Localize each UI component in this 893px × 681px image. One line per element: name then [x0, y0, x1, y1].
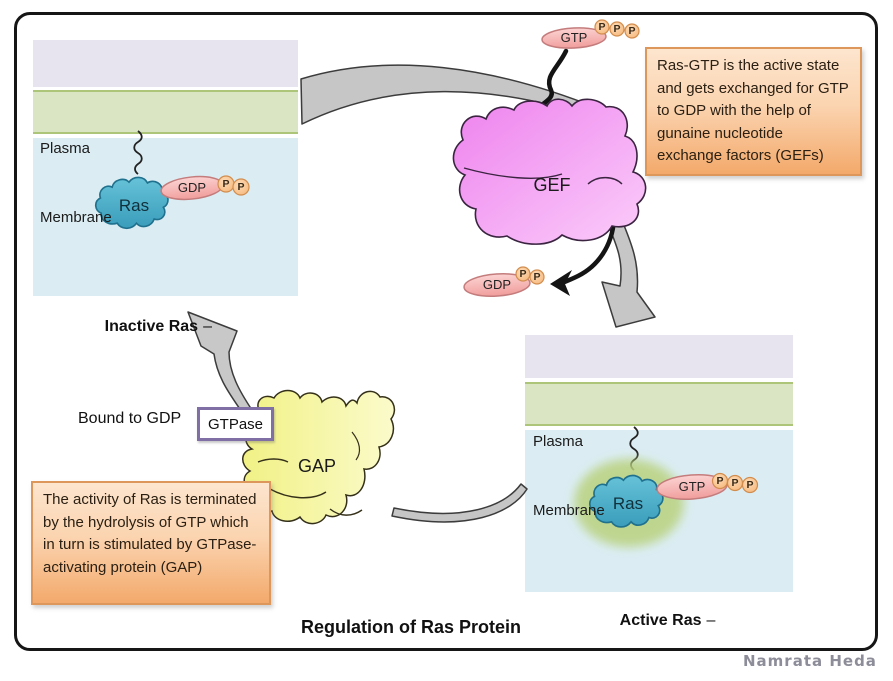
phosphate-label: P [519, 268, 527, 280]
gef-crease [587, 176, 623, 185]
phosphate-label: P [613, 23, 621, 35]
ras-label-active: Ras [612, 494, 644, 513]
phosphate-circle [515, 266, 531, 282]
gef-note-box: Ras-GTP is the active state and gets exc… [645, 47, 862, 176]
arrow-active-to-gap [391, 483, 528, 523]
arrow-gtpase-to-inactive [187, 311, 253, 413]
cytoplasm-zone [33, 138, 298, 296]
phosphate-circle [609, 21, 625, 37]
phosphate-label: P [533, 271, 541, 283]
gap-note-box: The activity of Ras is terminated by the… [31, 481, 271, 605]
phosphate-label: P [731, 477, 739, 489]
gap-protein-blob [242, 389, 396, 525]
author-signature: Namrata Heda [743, 652, 877, 670]
phosphate-circle [232, 178, 250, 196]
gap-crease [257, 458, 289, 463]
gap-label: GAP [297, 456, 336, 476]
plasma-membrane-label: Plasma Membrane [533, 433, 605, 519]
gdp-label-inactive: GDP [177, 180, 207, 195]
phosphate-label: P [222, 178, 230, 190]
phosphate-circle [594, 19, 610, 35]
phosphate-label: P [746, 479, 754, 491]
active-ras-panel [525, 335, 793, 592]
inactive-ras-panel [33, 40, 298, 296]
diagram-border [14, 12, 878, 651]
phosphate-label: P [237, 181, 245, 193]
gdp-release-line [559, 217, 617, 286]
gtp-label-active: GTP [678, 479, 706, 494]
plasma-membrane-band [525, 382, 793, 426]
phosphate-circle [624, 23, 640, 39]
gap-crease [351, 431, 361, 461]
phosphate-label: P [716, 475, 724, 487]
extracellular-zone [33, 40, 298, 87]
diagram-title: Regulation of Ras Protein [300, 617, 522, 637]
gtp-label-free: GTP [560, 30, 588, 45]
gdp-ellipse-free [463, 273, 531, 297]
active-ras-caption: Active Ras– Bound to GTP [619, 612, 716, 629]
membrane-anchor-squiggle [133, 130, 143, 175]
gap-crease [269, 488, 327, 499]
phosphate-label: P [628, 25, 636, 37]
extracellular-zone [525, 335, 793, 378]
phosphate-label: P [598, 21, 606, 33]
gef-protein-blob [452, 98, 647, 245]
ras-label-inactive: Ras [118, 196, 150, 215]
plasma-membrane-label: Plasma Membrane [40, 140, 112, 226]
arrow-gef-to-active [601, 217, 656, 328]
gap-crease [329, 508, 363, 516]
gef-label: GEF [533, 175, 571, 195]
plasma-membrane-band [33, 90, 298, 134]
gtpase-label: GTPase [207, 415, 264, 433]
gtpase-box: GTPase [197, 407, 274, 441]
gef-crease [463, 167, 563, 179]
phosphate-circle [529, 269, 545, 285]
gdp-label-free: GDP [482, 277, 512, 292]
inactive-ras-caption: Inactive Ras– Bound to GDP [78, 318, 212, 427]
gtp-ellipse-free [541, 27, 607, 49]
gdp-release-arrowhead [550, 270, 572, 296]
phosphate-circle [741, 476, 759, 494]
